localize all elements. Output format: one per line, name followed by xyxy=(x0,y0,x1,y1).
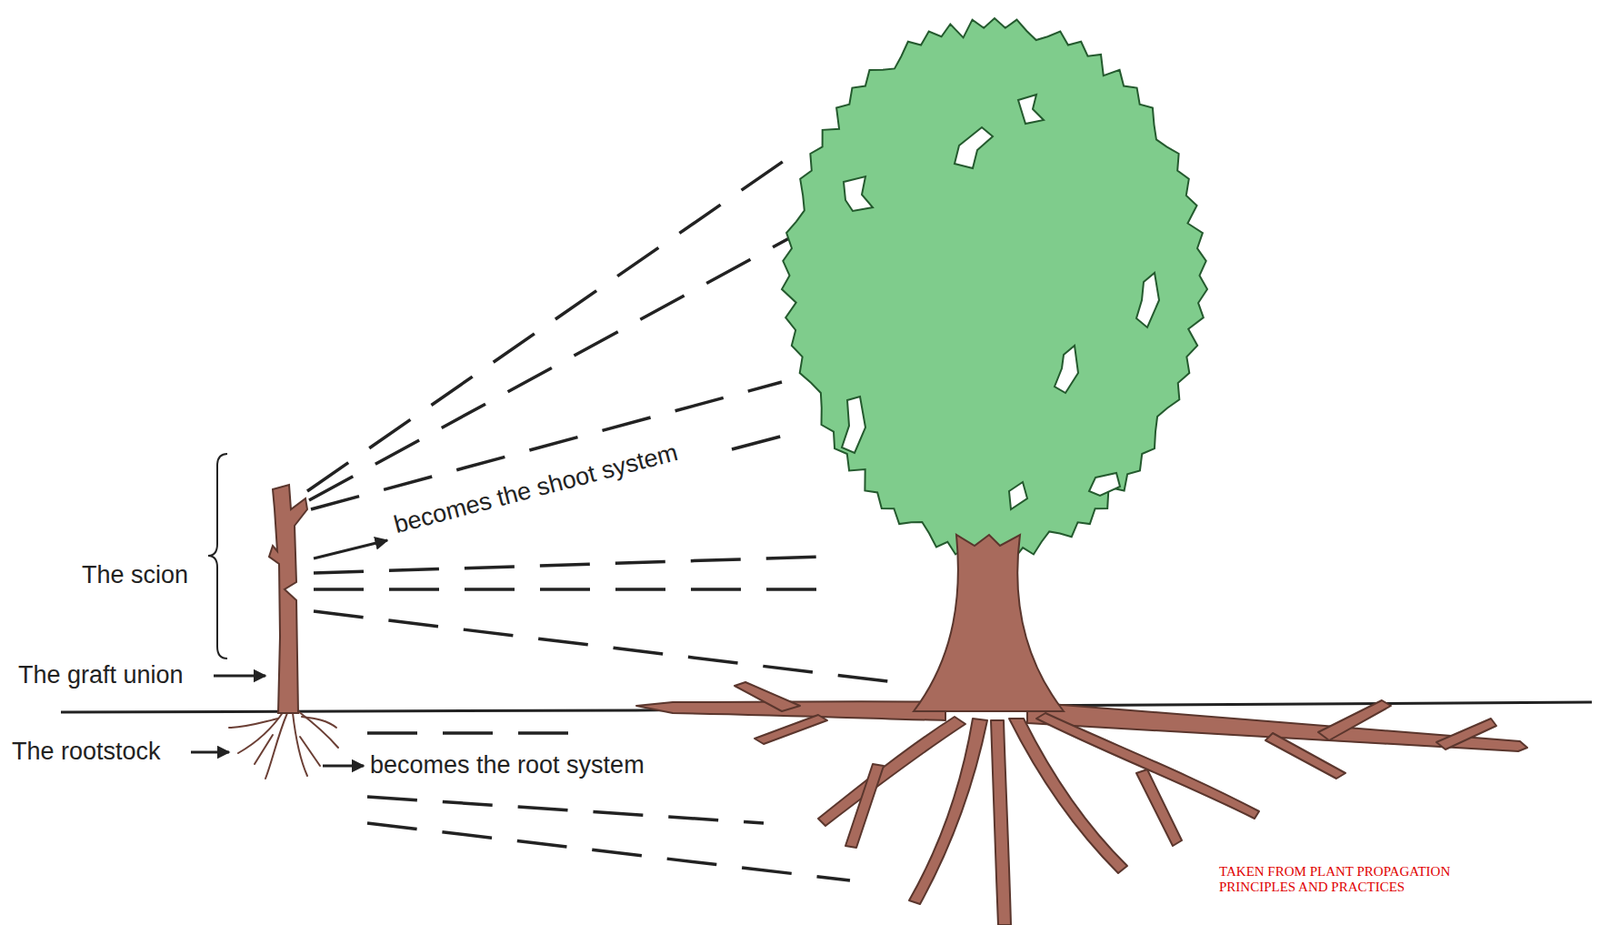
trunk xyxy=(913,534,1064,711)
process-label: becomes the root system xyxy=(370,750,645,780)
part-label: The graft union xyxy=(18,660,184,690)
mature-tree xyxy=(636,18,1528,925)
source-note: TAKEN FROM PLANT PROPAGATION PRINCIPLES … xyxy=(1219,863,1465,896)
canopy-gaps xyxy=(841,94,1160,510)
canopy xyxy=(781,18,1208,560)
scion-brace xyxy=(208,453,228,659)
roots xyxy=(636,681,1528,925)
part-label: The scion xyxy=(81,560,189,590)
process-label: becomes the shoot system xyxy=(390,438,681,540)
part-label: The rootstock xyxy=(11,737,161,766)
young-graft xyxy=(229,484,339,779)
